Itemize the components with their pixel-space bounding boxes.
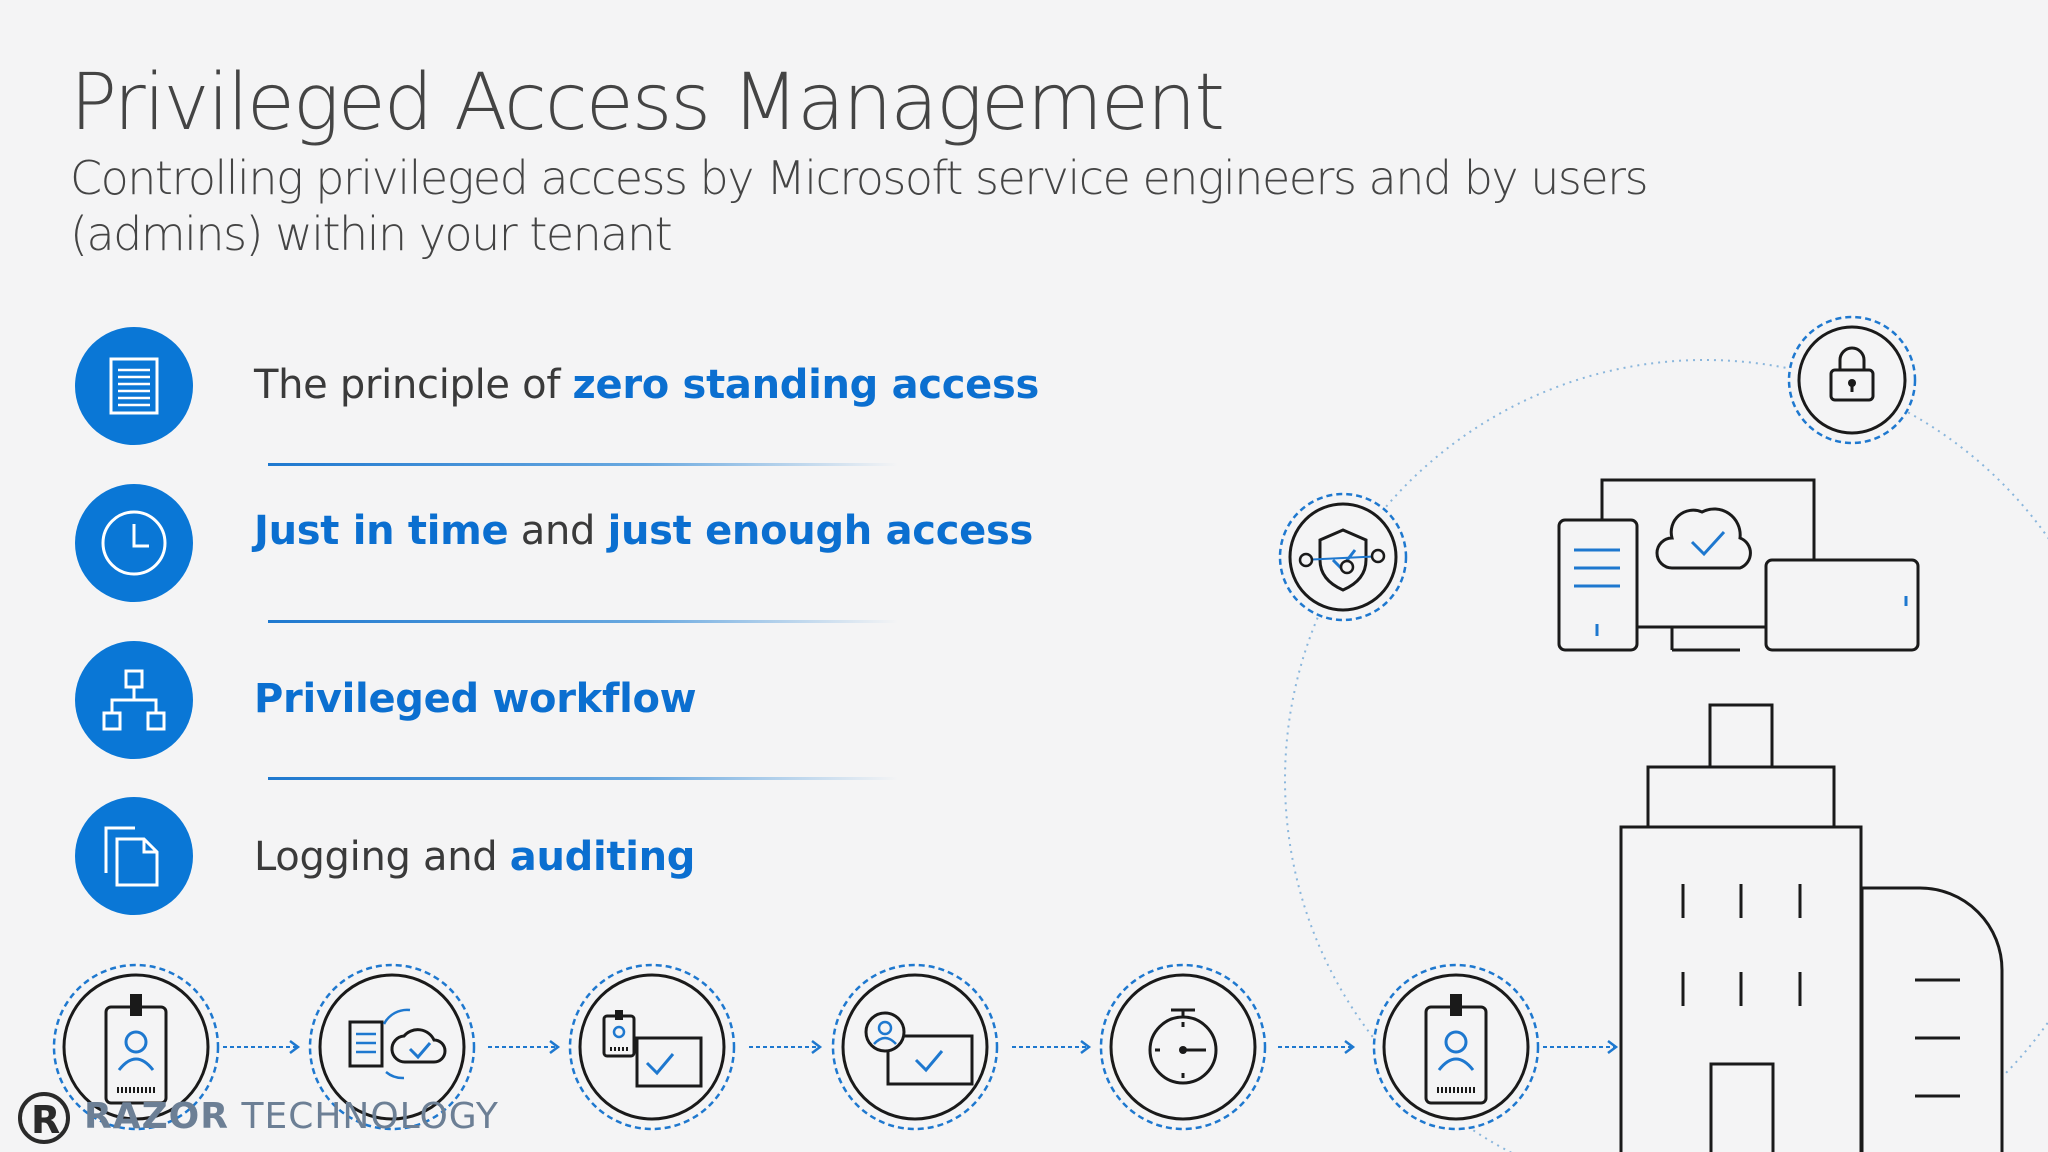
hierarchy-icon [75, 641, 193, 759]
feature-text-plain: The principle of [254, 362, 573, 408]
brand-watermark: RAZOR TECHNOLOGY [84, 1096, 499, 1137]
feature-privileged-workflow: Privileged workflow [254, 676, 697, 722]
brand-suffix: TECHNOLOGY [229, 1096, 499, 1137]
feature-text-highlight: Just in time [254, 508, 509, 554]
feature-text-plain: and [508, 508, 608, 554]
lock-icon [1787, 315, 1917, 445]
razor-logo: R [18, 1092, 70, 1144]
clock-icon [75, 484, 193, 602]
brand-name: RAZOR [84, 1096, 230, 1137]
document-icon [75, 327, 193, 445]
cloud-sync-document-icon [308, 963, 476, 1131]
divider-line [268, 463, 898, 466]
feature-logging-auditing: Logging and auditing [254, 834, 695, 880]
feature-text-highlight: zero standing access [572, 362, 1040, 408]
shield-icon [1278, 492, 1408, 622]
badge-approval-icon [568, 963, 736, 1131]
stopwatch-icon [1099, 963, 1267, 1131]
svg-text:R: R [31, 1098, 60, 1142]
id-badge-icon [1372, 963, 1540, 1131]
copy-documents-icon [75, 797, 193, 915]
divider-line [268, 620, 898, 623]
id-badge-icon [52, 963, 220, 1131]
feature-text-plain: Logging and [254, 834, 510, 880]
page-title: Privileged Access Management [70, 58, 1225, 148]
cloud-devices-icon [1557, 478, 1920, 652]
page-subtitle: Controlling privileged access by Microso… [70, 151, 1649, 261]
feature-text-highlight: Privileged workflow [254, 676, 697, 722]
user-approval-icon [831, 963, 999, 1131]
divider-line [268, 777, 898, 780]
building-icon [1619, 703, 2004, 1152]
feature-text-highlight: auditing [509, 834, 696, 880]
feature-text-highlight: just enough access [607, 508, 1034, 554]
feature-zero-standing-access: The principle of zero standing access [254, 362, 1039, 408]
feature-just-in-time: Just in time and just enough access [254, 508, 1033, 554]
flow-arrowheads [289, 1040, 1619, 1054]
